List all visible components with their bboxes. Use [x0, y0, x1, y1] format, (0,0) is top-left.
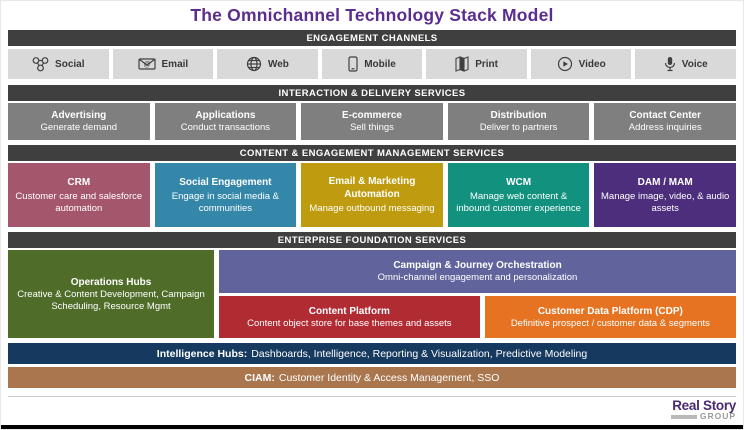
service-applications: Applications Conduct transactions [154, 103, 297, 140]
service-desc: Conduct transactions [180, 122, 271, 133]
service-title: Contact Center [629, 110, 702, 121]
foundation-bottom-row: Content Platform Content object store fo… [219, 296, 736, 338]
box-desc: Definitive prospect / customer data & se… [510, 317, 710, 329]
enterprise-foundation-grid: Operations Hubs Creative & Content Devel… [8, 250, 736, 338]
mobile-phone-icon [348, 56, 358, 72]
channel-mobile: Mobile [321, 49, 423, 79]
box-title: DAM / MAM [637, 176, 693, 188]
engagement-channels-header: ENGAGEMENT CHANNELS [8, 30, 736, 46]
bar-desc: Dashboards, Intelligence, Reporting & Vi… [251, 347, 588, 360]
channel-label: Video [578, 58, 606, 70]
engagement-channels-row: Social @ Email [8, 49, 737, 79]
foundation-right-column: Campaign & Journey Orchestration Omni-ch… [219, 250, 736, 338]
service-contact-center: Contact Center Address inquiries [594, 103, 736, 140]
box-title: Customer Data Platform (CDP) [537, 305, 683, 317]
box-desc: Creative & Content Development, Campaign… [17, 288, 205, 312]
channel-email: @ Email [112, 49, 214, 79]
bottom-border-strip [1, 425, 743, 429]
page-title: The Omnichannel Technology Stack Model [190, 5, 554, 25]
box-crm: CRM Customer care and salesforce automat… [8, 163, 150, 227]
footer: Real Story GROUP [8, 396, 736, 422]
box-desc: Manage image, video, & audio assets [601, 190, 730, 214]
box-content-platform: Content Platform Content object store fo… [219, 296, 480, 338]
stack-body: ENGAGEMENT CHANNELS Social @ [1, 30, 743, 388]
channel-label: Web [267, 58, 289, 70]
content-engagement-row: CRM Customer care and salesforce automat… [8, 163, 736, 227]
video-play-icon [557, 56, 573, 72]
real-story-group-logo: Real Story GROUP [670, 397, 736, 422]
service-title: E-commerce [341, 110, 402, 121]
logo-wordmark: Real Story [672, 398, 736, 413]
logo-group-text: GROUP [699, 411, 736, 421]
channel-label: Social [55, 58, 85, 70]
box-title: Email & Marketing Automation [328, 176, 416, 200]
web-globe-icon [246, 56, 262, 72]
service-title: Distribution [490, 110, 547, 121]
channel-video: Video [530, 49, 632, 79]
box-campaign-journey-orchestration: Campaign & Journey Orchestration Omni-ch… [219, 250, 736, 293]
box-social-engagement: Social Engagement Engage in social media… [154, 163, 297, 227]
bar-label: Intelligence Hubs: [156, 347, 248, 360]
service-distribution: Distribution Deliver to partners [447, 103, 590, 140]
box-operations-hubs: Operations Hubs Creative & Content Devel… [8, 250, 214, 338]
box-wcm: WCM Manage web content & inbound custome… [447, 163, 590, 227]
svg-text:@: @ [143, 62, 150, 69]
service-desc: Generate demand [40, 122, 118, 133]
box-email-marketing-automation: Email & Marketing Automation Manage outb… [301, 163, 443, 227]
bar-label: CIAM: [244, 371, 275, 384]
box-desc: Manage web content & inbound customer ex… [456, 190, 581, 214]
box-desc: Manage outbound messaging [309, 203, 435, 214]
service-title: Applications [195, 110, 256, 121]
service-desc: Sell things [350, 122, 394, 133]
box-title: Social Engagement [179, 176, 272, 188]
box-title: Campaign & Journey Orchestration [393, 260, 562, 271]
channel-label: Print [475, 58, 498, 70]
channel-voice: Voice [635, 49, 737, 79]
channel-label: Email [161, 58, 189, 70]
enterprise-foundation-header: ENTERPRISE FOUNDATION SERVICES [8, 232, 736, 248]
content-engagement-header: CONTENT & ENGAGEMENT MANAGEMENT SERVICES [8, 145, 736, 161]
box-dam-mam: DAM / MAM Manage image, video, & audio a… [594, 163, 736, 227]
service-advertising: Advertising Generate demand [8, 103, 150, 140]
box-desc: Engage in social media & communities [171, 190, 279, 214]
channel-label: Voice [681, 58, 708, 70]
box-title: Content Platform [308, 305, 390, 317]
service-desc: Address inquiries [628, 122, 702, 133]
email-envelope-icon: @ [137, 57, 156, 71]
channel-social: Social [8, 49, 109, 79]
service-title: Advertising [51, 110, 107, 121]
service-desc: Deliver to partners [479, 122, 558, 133]
print-brochure-icon [455, 56, 469, 72]
box-title: WCM [506, 176, 532, 188]
social-network-icon [32, 56, 49, 72]
box-title: Operations Hubs [70, 276, 152, 288]
service-ecommerce: E-commerce Sell things [301, 103, 443, 140]
box-customer-data-platform: Customer Data Platform (CDP) Definitive … [484, 296, 736, 338]
interaction-delivery-header: INTERACTION & DELIVERY SERVICES [8, 85, 736, 101]
channel-web: Web [217, 49, 318, 79]
logo-tagline [670, 414, 697, 419]
channel-print: Print [426, 49, 527, 79]
voice-microphone-icon [664, 56, 676, 72]
box-desc: Omni-channel engagement and personalizat… [377, 272, 578, 283]
ciam-bar: CIAM: Customer Identity & Access Managem… [8, 367, 736, 388]
interaction-delivery-row: Advertising Generate demand Applications… [8, 103, 736, 140]
channel-label: Mobile [364, 58, 396, 70]
intelligence-hubs-bar: Intelligence Hubs: Dashboards, Intellige… [8, 343, 736, 364]
box-desc: Content object store for base themes and… [247, 317, 452, 329]
box-title: CRM [67, 176, 91, 188]
bar-desc: Customer Identity & Access Management, S… [278, 371, 500, 384]
box-desc: Customer care and salesforce automation [15, 190, 143, 214]
